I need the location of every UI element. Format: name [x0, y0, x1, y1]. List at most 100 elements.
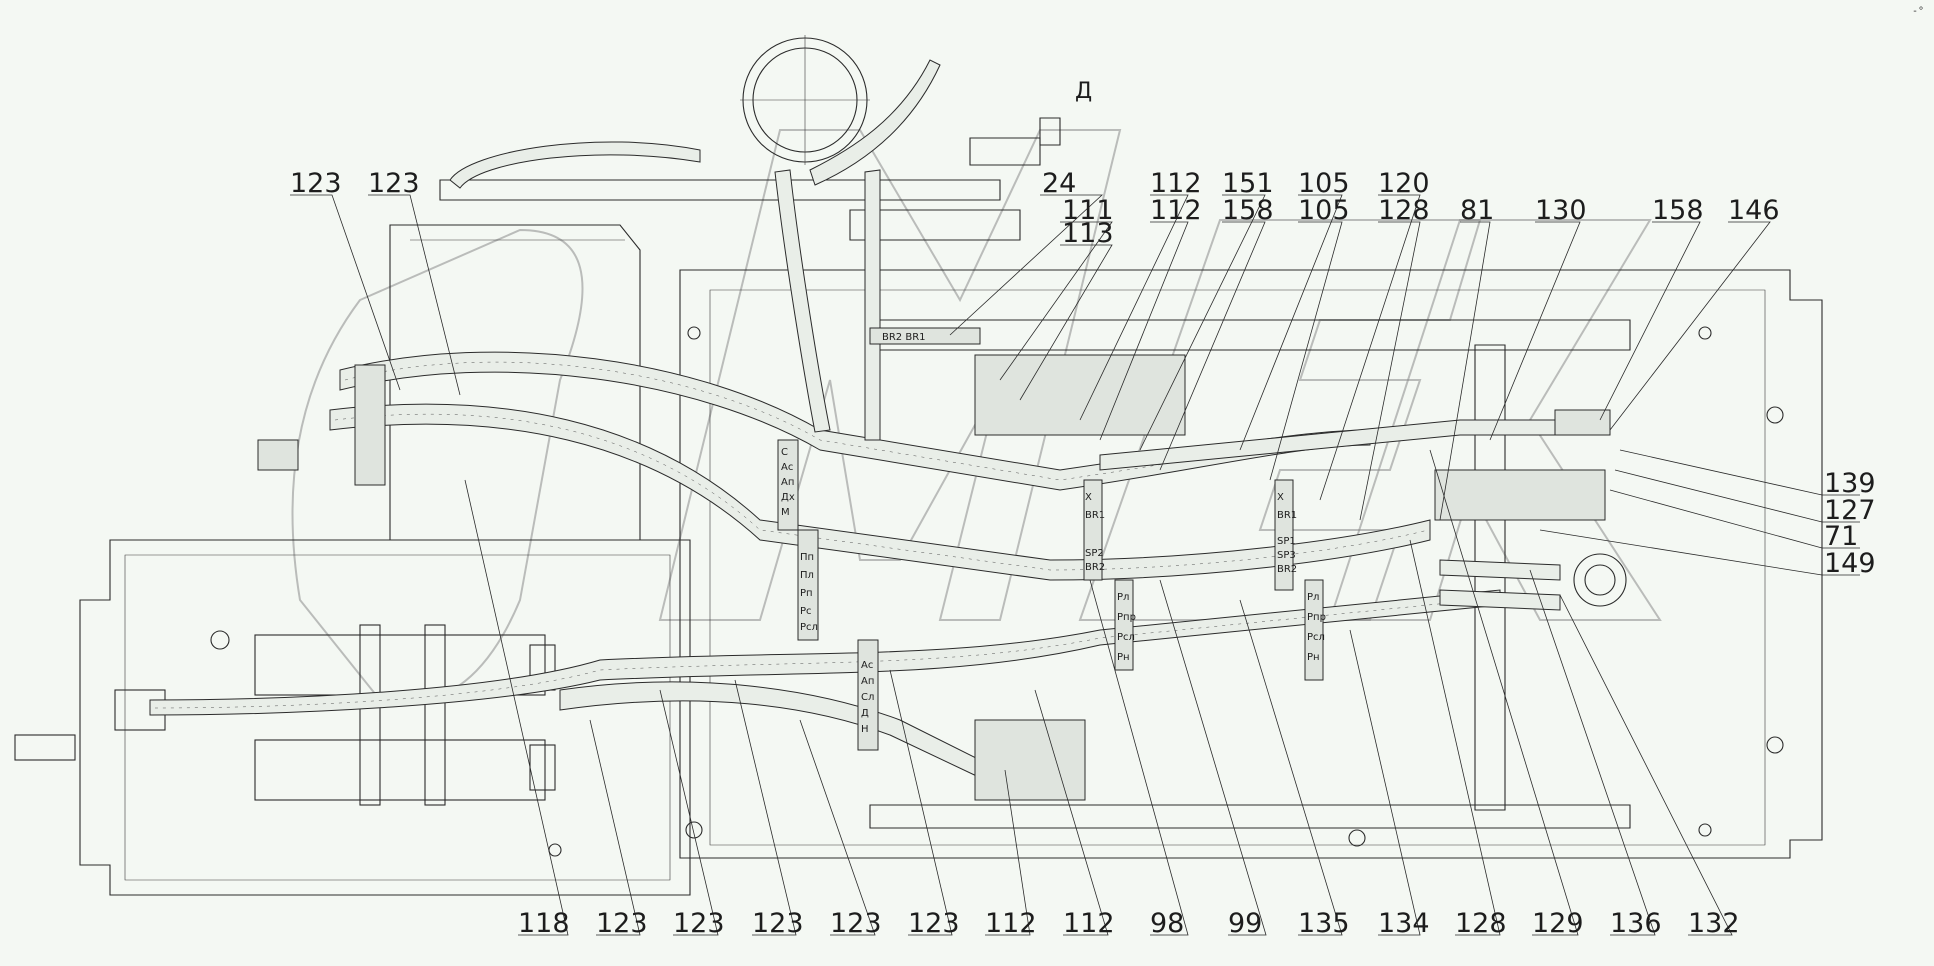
svg-text:Рсл: Рсл — [1117, 632, 1135, 643]
callout: 146 — [1609, 195, 1780, 431]
callout: 123 — [659, 689, 725, 939]
svg-text:123: 123 — [830, 908, 882, 939]
svg-text:SP3: SP3 — [1277, 550, 1296, 561]
svg-text:Пп: Пп — [800, 552, 814, 563]
svg-text:Х: Х — [1277, 492, 1284, 503]
svg-text:Х: Х — [1085, 492, 1092, 503]
callout: 123 — [799, 719, 882, 939]
svg-text:BR1: BR1 — [1085, 510, 1105, 521]
svg-text:Рл: Рл — [1117, 592, 1129, 603]
svg-text:158: 158 — [1652, 195, 1704, 226]
callout: 130 — [1489, 195, 1587, 441]
callout: 71 — [1609, 489, 1860, 552]
svg-text:Рс: Рс — [800, 606, 812, 617]
callout: 149 — [1539, 529, 1876, 579]
callout: 111 — [999, 195, 1114, 381]
svg-text:123: 123 — [368, 168, 420, 199]
svg-text:111: 111 — [1062, 195, 1114, 226]
callout: 127 — [1614, 469, 1876, 526]
svg-text:128: 128 — [1378, 195, 1430, 226]
svg-text:123: 123 — [290, 168, 342, 199]
callouts-bottom: 118 123 123 123 123 123 112 112 — [464, 449, 1740, 939]
svg-text:Дх: Дх — [781, 492, 795, 503]
svg-text:120: 120 — [1378, 168, 1430, 199]
svg-text:Рсл: Рсл — [800, 622, 818, 633]
distribution-blocks: BR2 BR1 — [257, 327, 1627, 801]
svg-text:130: 130 — [1535, 195, 1587, 226]
callout: 123 — [589, 719, 648, 939]
svg-text:146: 146 — [1728, 195, 1780, 226]
svg-text:139: 139 — [1824, 468, 1876, 499]
callout: 158 — [1159, 195, 1274, 471]
callout: 123 — [368, 168, 461, 396]
svg-text:105: 105 — [1298, 195, 1350, 226]
svg-text:BR2: BR2 — [1085, 562, 1105, 573]
svg-text:Рпр: Рпр — [1117, 612, 1136, 623]
callout: 132 — [1559, 594, 1740, 939]
callout: 134 — [1349, 629, 1430, 939]
callout: 112 — [1079, 168, 1202, 421]
callout: 123 — [889, 669, 960, 939]
callout: 112 — [1034, 689, 1115, 939]
callout: 113 — [1019, 218, 1114, 401]
svg-text:BR2: BR2 — [1277, 564, 1297, 575]
svg-text:SP1: SP1 — [1277, 536, 1296, 547]
corner-mark: -° — [1911, 6, 1924, 17]
svg-text:99: 99 — [1228, 908, 1262, 939]
svg-text:Рл: Рл — [1307, 592, 1319, 603]
svg-text:Ап: Ап — [781, 477, 794, 488]
svg-text:С: С — [781, 447, 788, 458]
callout: 112 — [1099, 195, 1202, 441]
svg-text:Ас: Ас — [781, 462, 793, 473]
brake-block-tag: BR2 BR1 — [882, 332, 926, 343]
svg-text:112: 112 — [1150, 195, 1202, 226]
svg-text:Рпр: Рпр — [1307, 612, 1326, 623]
svg-text:81: 81 — [1460, 195, 1494, 226]
svg-text:118: 118 — [518, 908, 570, 939]
svg-text:М: М — [781, 507, 790, 518]
callout: 112 — [985, 769, 1037, 939]
callout: 128 — [1409, 539, 1507, 939]
svg-text:112: 112 — [985, 908, 1037, 939]
svg-text:Д: Д — [861, 708, 869, 719]
hose-bundle — [149, 59, 1561, 781]
callout: 129 — [1429, 449, 1584, 939]
svg-text:105: 105 — [1298, 168, 1350, 199]
svg-text:135: 135 — [1298, 908, 1350, 939]
callout: 98 — [1089, 579, 1189, 939]
svg-text:Рсл: Рсл — [1307, 632, 1325, 643]
svg-text:Ас: Ас — [861, 660, 873, 671]
svg-text:Рн: Рн — [1307, 652, 1320, 663]
svg-text:158: 158 — [1222, 195, 1274, 226]
svg-text:Н: Н — [861, 724, 869, 735]
svg-text:Ап: Ап — [861, 676, 874, 687]
view-letter: Д — [1075, 79, 1092, 104]
svg-text:123: 123 — [752, 908, 804, 939]
svg-text:132: 132 — [1688, 908, 1740, 939]
callout: 120 — [1319, 168, 1430, 501]
svg-text:123: 123 — [908, 908, 960, 939]
svg-text:149: 149 — [1824, 548, 1876, 579]
callout: 123 — [290, 168, 401, 391]
svg-text:134: 134 — [1378, 908, 1430, 939]
svg-text:71: 71 — [1824, 521, 1858, 552]
callout: 105 — [1239, 168, 1350, 451]
reservoir — [439, 35, 1061, 241]
svg-text:Рн: Рн — [1117, 652, 1130, 663]
svg-text:129: 129 — [1532, 908, 1584, 939]
svg-text:123: 123 — [596, 908, 648, 939]
svg-text:151: 151 — [1222, 168, 1274, 199]
callout: 139 — [1619, 449, 1876, 499]
svg-text:SP2: SP2 — [1085, 548, 1104, 559]
svg-text:BR1: BR1 — [1277, 510, 1297, 521]
svg-text:127: 127 — [1824, 495, 1876, 526]
hydraulic-cylinders — [14, 624, 556, 806]
callout: 81 — [1439, 195, 1494, 521]
svg-text:123: 123 — [673, 908, 725, 939]
callouts-right: 139 127 71 149 — [1539, 449, 1876, 579]
callout: 136 — [1529, 569, 1662, 939]
callout: 24 — [949, 168, 1104, 336]
callout: 105 — [1269, 195, 1350, 481]
svg-text:98: 98 — [1150, 908, 1184, 939]
